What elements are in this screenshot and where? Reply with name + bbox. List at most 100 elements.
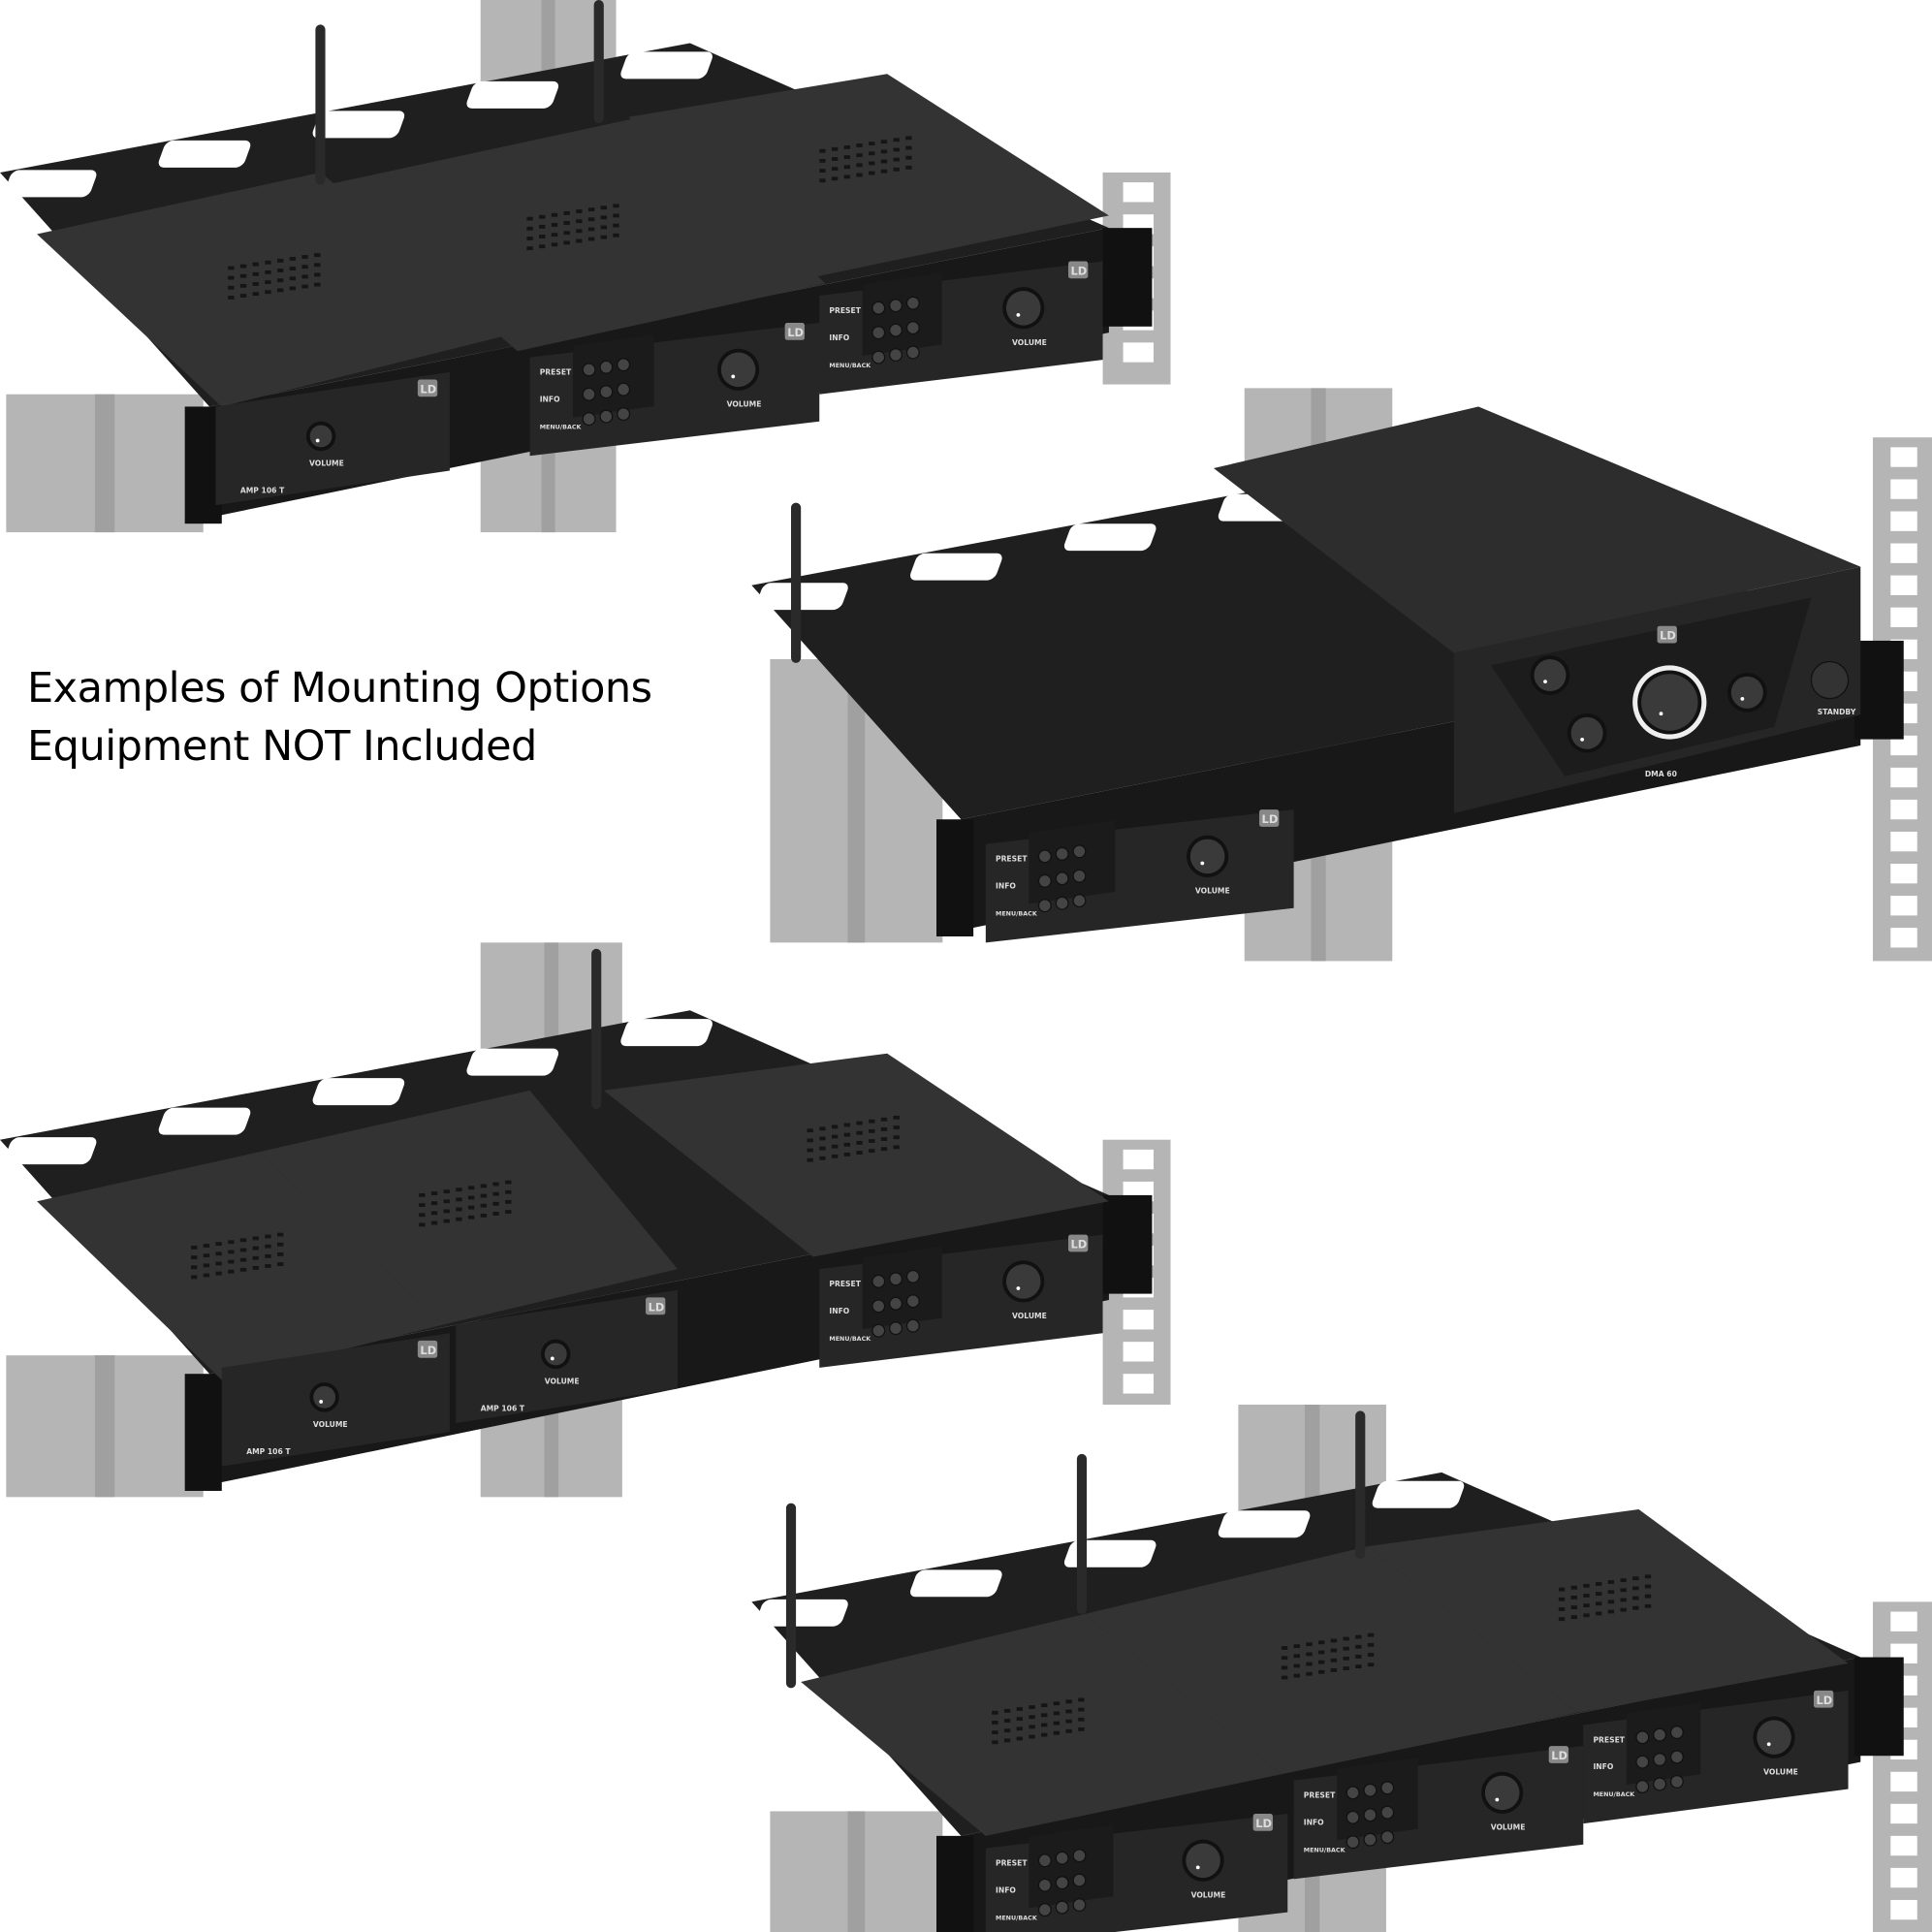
- player-button: [599, 385, 614, 399]
- vent-hole: [276, 288, 284, 293]
- player-button: [1037, 849, 1052, 864]
- knob-dot: [319, 1400, 324, 1404]
- ld-logo-badge: [1067, 261, 1089, 279]
- vent-hole: [1570, 1596, 1577, 1599]
- player-button: [889, 1296, 903, 1311]
- vent-hole: [819, 158, 826, 163]
- shelf-cutout: [1063, 1539, 1156, 1568]
- vent-hole: [1306, 1662, 1313, 1666]
- vent-hole: [1343, 1636, 1349, 1641]
- vent-hole: [819, 1156, 826, 1160]
- shelf-cutout: [312, 111, 405, 139]
- knob-dot: [1580, 737, 1585, 742]
- shelf-cutout: [466, 80, 559, 109]
- vent-hole: [1343, 1646, 1349, 1651]
- ld-logo-badge: [784, 323, 805, 340]
- standby-button: [1810, 660, 1850, 700]
- vent-hole: [1620, 1598, 1627, 1602]
- vent-hole: [239, 283, 247, 288]
- vent-hole: [1281, 1656, 1288, 1661]
- player-button: [1346, 1786, 1360, 1800]
- vent-hole: [1029, 1715, 1035, 1720]
- rack-post-edge: [847, 659, 866, 943]
- player-button: [1669, 1750, 1684, 1764]
- vent-hole: [539, 244, 546, 249]
- vent-hole: [807, 1148, 813, 1153]
- vent-hole: [276, 1262, 284, 1266]
- vent-hole: [1016, 1726, 1023, 1731]
- ladder-slot: [1890, 896, 1917, 916]
- player-button: [889, 299, 903, 313]
- vent-hole: [869, 161, 875, 166]
- vent-hole: [856, 163, 863, 168]
- vent-hole: [419, 1222, 426, 1227]
- vent-hole: [843, 1153, 851, 1156]
- vent-hole: [467, 1215, 475, 1219]
- vent-hole: [613, 213, 619, 218]
- vent-hole: [856, 1130, 863, 1135]
- player-button: [1346, 1810, 1360, 1824]
- player-button: [1072, 844, 1087, 859]
- vent-hole: [1570, 1585, 1577, 1590]
- ld-logo: LD: [649, 1300, 665, 1314]
- knob-dot: [1200, 861, 1205, 866]
- vent-hole: [613, 223, 619, 228]
- vent-hole: [880, 149, 888, 154]
- vent-hole: [587, 207, 595, 211]
- ld-logo: LD: [1071, 264, 1088, 277]
- player-button: [1037, 1878, 1052, 1892]
- player-button: [1653, 1777, 1667, 1791]
- vent-hole: [831, 146, 839, 151]
- info-label: INFO: [996, 1885, 1016, 1894]
- vent-hole: [492, 1191, 499, 1196]
- vent-hole: [228, 285, 235, 290]
- player-button: [1653, 1753, 1667, 1767]
- vent-hole: [807, 1157, 813, 1162]
- ladder-slot: [1890, 928, 1917, 948]
- vent-hole: [563, 240, 570, 245]
- vent-hole: [600, 225, 607, 230]
- antenna: [315, 24, 326, 185]
- shelf-cutout: [312, 1078, 405, 1106]
- vent-hole: [1570, 1605, 1577, 1609]
- vent-hole: [819, 169, 826, 173]
- vent-hole: [819, 148, 826, 153]
- info-label: INFO: [829, 333, 849, 342]
- vent-hole: [1330, 1638, 1338, 1643]
- vent-hole: [992, 1721, 998, 1725]
- vent-hole: [265, 1253, 271, 1258]
- ladder-slot: [1890, 511, 1917, 531]
- ladder-slot: [1123, 1149, 1155, 1170]
- vent-hole: [467, 1186, 475, 1190]
- rack-ear-left: [935, 1835, 974, 1932]
- ladder-slot: [1890, 575, 1917, 595]
- player-button: [871, 301, 886, 315]
- volume-knob: [1641, 674, 1698, 731]
- player-button: [1346, 1835, 1360, 1850]
- vent-hole: [1367, 1653, 1375, 1657]
- vent-hole: [856, 153, 863, 158]
- vent-hole: [600, 206, 607, 210]
- vent-hole: [239, 1267, 247, 1272]
- vent-hole: [1016, 1717, 1023, 1722]
- player-button: [1072, 869, 1087, 883]
- vent-hole: [301, 284, 308, 289]
- knob-dot: [315, 438, 320, 443]
- vent-hole: [843, 174, 851, 179]
- ld-logo: LD: [1660, 629, 1676, 643]
- vent-hole: [289, 257, 297, 261]
- vent-hole: [443, 1219, 450, 1223]
- ld-logo: LD: [1262, 812, 1279, 826]
- vent-hole: [576, 238, 583, 243]
- vent-hole: [443, 1189, 450, 1194]
- knob-dot: [550, 1356, 554, 1361]
- vent-hole: [807, 1138, 813, 1143]
- vent-hole: [600, 235, 607, 239]
- vent-hole: [265, 1264, 271, 1268]
- ladder-slot: [1890, 1835, 1917, 1856]
- vent-hole: [492, 1201, 499, 1206]
- ladder-slot: [1123, 1342, 1155, 1362]
- volume-label: VOLUME: [545, 1377, 580, 1385]
- menu-back-label: MENU/BACK: [829, 1336, 871, 1343]
- ladder-slot: [1890, 831, 1917, 852]
